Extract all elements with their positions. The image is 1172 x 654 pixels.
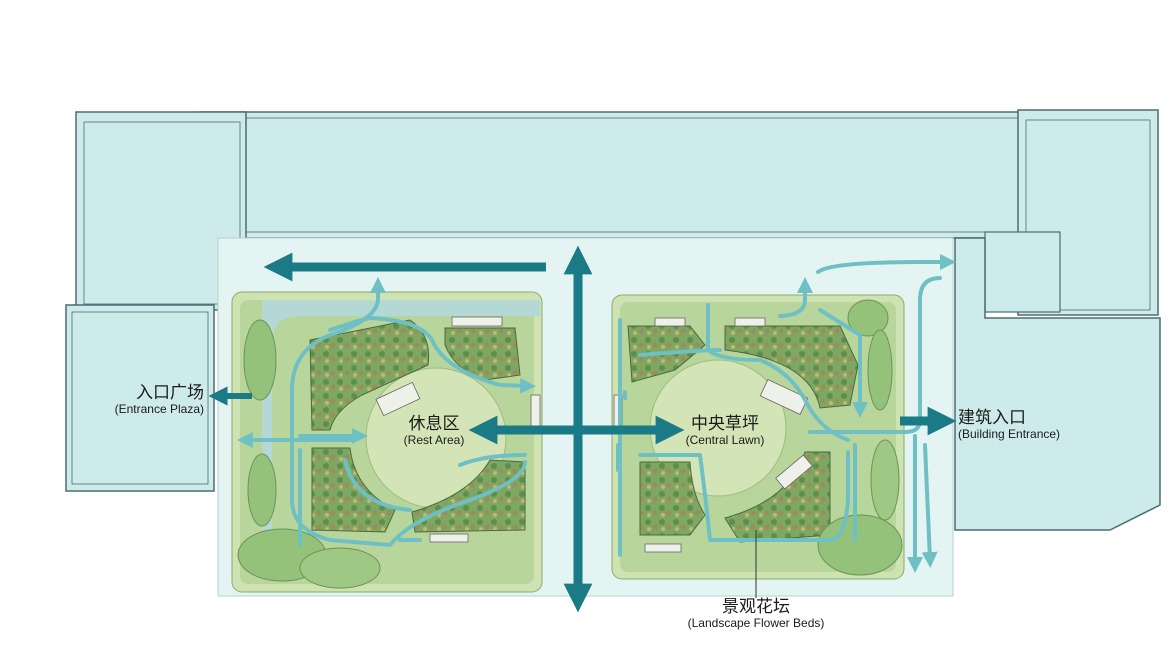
label-central-lawn: 中央草坪 (Central Lawn) <box>685 414 765 447</box>
label-landscape-flower-beds: 景观花坛 (Landscape Flower Beds) <box>687 597 825 630</box>
left-garden <box>231 291 543 593</box>
secondary-circulation <box>237 254 956 573</box>
building-main <box>199 111 1053 239</box>
label-building-entrance: 建筑入口 (Building Entrance) <box>958 408 1061 441</box>
right-garden <box>611 294 905 580</box>
label-entrance-plaza: 入口广场 (Entrance Plaza) <box>114 383 204 416</box>
building-right-wing <box>954 109 1161 531</box>
label-rest-area: 休息区 (Rest Area) <box>403 414 465 447</box>
